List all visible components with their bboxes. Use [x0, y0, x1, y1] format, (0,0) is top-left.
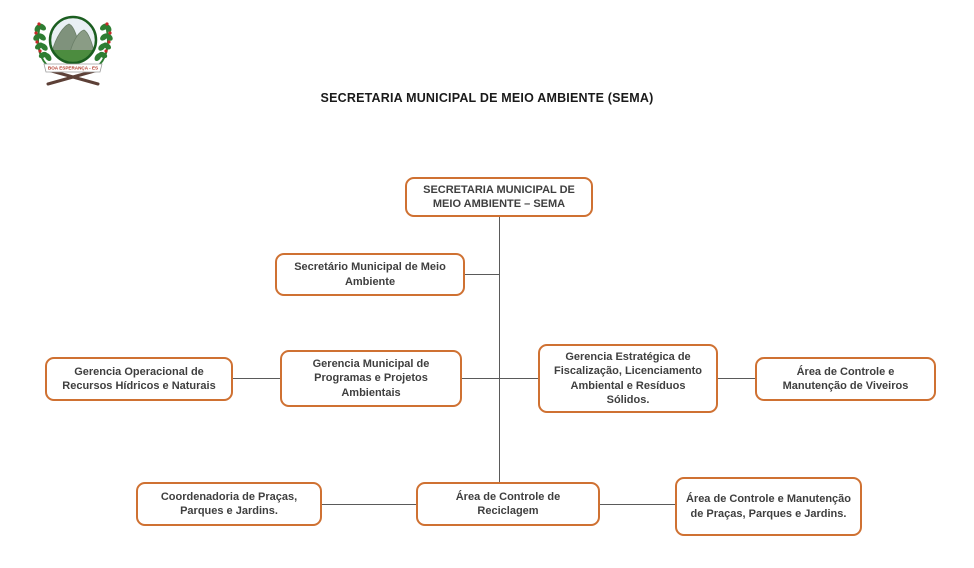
org-node-coordenadoria-pracas: Coordenadoria de Praças, Parques e Jardi…	[136, 482, 322, 526]
connector-municipal-to-estrategica	[462, 378, 538, 379]
shield-landscape	[48, 15, 98, 65]
laurel-branch-left	[33, 22, 52, 69]
connector-reciclagem-to-manutencao	[600, 504, 675, 505]
connector-operacional-to-municipal	[233, 378, 280, 379]
org-node-gerencia-operacional: Gerencia Operacional de Recursos Hídrico…	[45, 357, 233, 401]
banner-ribbon: BOA ESPERANÇA - ES	[43, 63, 103, 73]
org-node-area-reciclagem: Área de Controle de Reciclagem	[416, 482, 600, 526]
org-node-secretario-municipal: Secretário Municipal de Meio Ambiente	[275, 253, 465, 296]
org-node-area-manutencao-pracas: Área de Controle e Manutenção de Praças,…	[675, 477, 862, 536]
org-node-gerencia-municipal: Gerencia Municipal de Programas e Projet…	[280, 350, 462, 407]
page-title: SECRETARIA MUNICIPAL DE MEIO AMBIENTE (S…	[320, 91, 654, 105]
org-node-area-viveiros: Área de Controle e Manutenção de Viveiro…	[755, 357, 936, 401]
municipality-coat-of-arms-logo: BOA ESPERANÇA - ES	[33, 15, 113, 86]
connector-main-vertical	[499, 217, 500, 482]
org-node-gerencia-estrategica: Gerencia Estratégica de Fiscalização, Li…	[538, 344, 718, 413]
connector-estrategica-to-viveiros	[718, 378, 755, 379]
banner-text: BOA ESPERANÇA - ES	[48, 66, 98, 71]
laurel-branch-right	[94, 22, 113, 69]
connector-secretario-to-trunk	[465, 274, 499, 275]
org-node-secretaria-sema: SECRETARIA MUNICIPAL DE MEIO AMBIENTE – …	[405, 177, 593, 217]
connector-coordenadoria-to-reciclagem	[322, 504, 416, 505]
